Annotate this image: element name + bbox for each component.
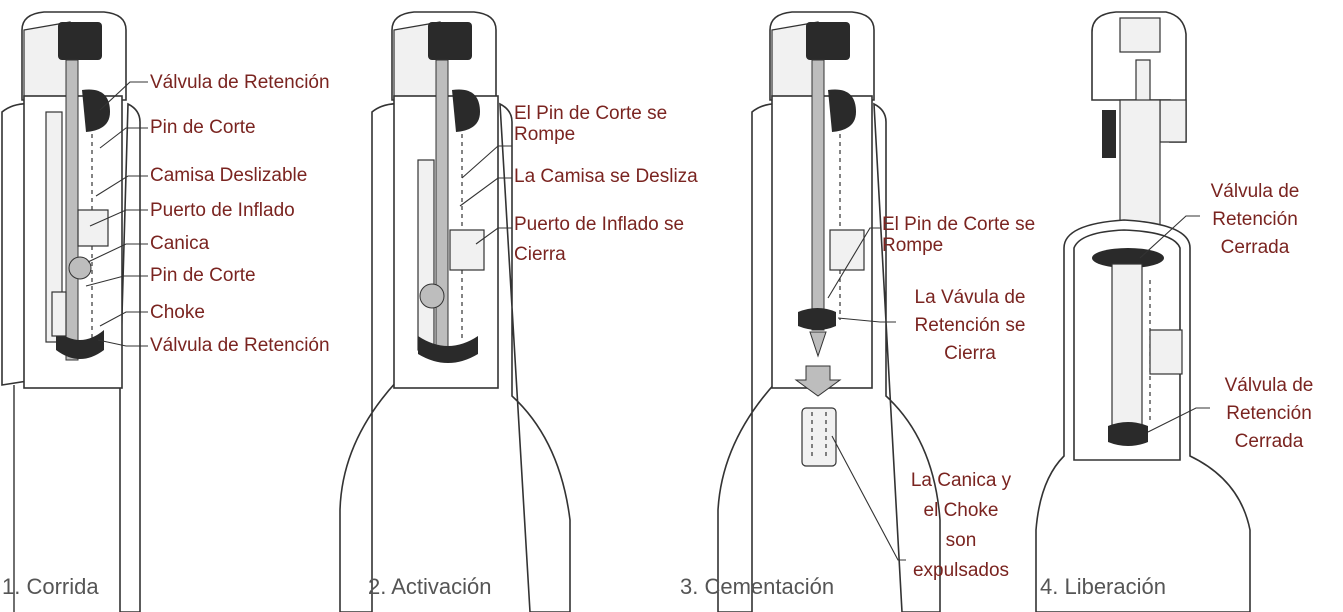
- label-pin-corte-se-rompe: El Pin de Corte se Rompe: [514, 103, 668, 145]
- label-puerto-de-inflado: Puerto de Inflado: [150, 200, 295, 221]
- tool-drawing-corrida: [1, 11, 141, 612]
- caption-liberacion: 4. Liberación: [1040, 574, 1166, 599]
- caption-corrida: 1. Corrida: [2, 574, 99, 599]
- label-puerto-inflado-se-cierra: Puerto de Inflado se Cierra: [514, 214, 685, 265]
- tool-drawing-activacion: [339, 11, 571, 612]
- label-pin-corte-se-rompe-3: El Pin de Corte se Rompe: [882, 214, 1036, 256]
- label-pin-de-corte-top: Pin de Corte: [150, 117, 256, 138]
- tool-drawing-cementacion: [717, 11, 941, 612]
- label-valvula-cerrada-bottom: Válvula de Retención Cerrada: [1224, 375, 1314, 452]
- label-valvula-retencion-top: Válvula de Retención: [150, 72, 330, 93]
- label-camisa-deslizable: Camisa Deslizable: [150, 165, 308, 186]
- label-choke: Choke: [150, 302, 205, 323]
- label-canica-choke-expulsados: La Canica y el Choke son expulsados: [910, 470, 1012, 581]
- caption-cementacion: 3. Cementación: [680, 574, 835, 599]
- label-valvula-retencion-bottom: Válvula de Retención: [150, 335, 330, 356]
- caption-activacion: 2. Activación: [368, 574, 492, 599]
- label-canica: Canica: [150, 233, 210, 254]
- label-valvula-se-cierra: La Vávula de Retención se Cierra: [914, 287, 1026, 364]
- label-valvula-cerrada-top: Válvula de Retención Cerrada: [1210, 181, 1300, 258]
- leader-lines: [85, 81, 1210, 561]
- label-camisa-se-desliza: La Camisa se Desliza: [514, 166, 698, 187]
- label-pin-de-corte-bottom: Pin de Corte: [150, 265, 256, 286]
- tool-drawing-liberacion: [1035, 11, 1251, 612]
